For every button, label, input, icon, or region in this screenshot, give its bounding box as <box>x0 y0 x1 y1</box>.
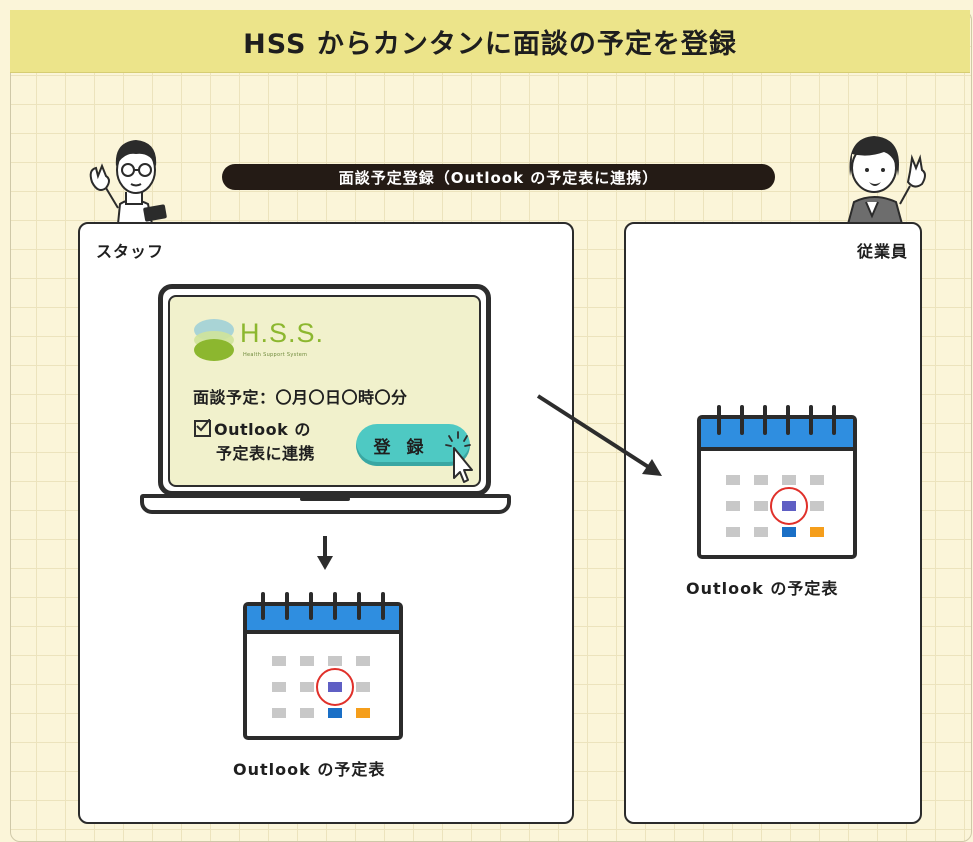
register-button-label: 登 録 <box>373 437 429 458</box>
page-title: HSS からカンタンに面談の予定を登録 <box>10 10 970 73</box>
laptop-base <box>140 494 511 514</box>
staff-person-illustration <box>89 140 167 224</box>
hss-logo-subtitle: Health Support System <box>243 352 308 358</box>
mouse-cursor-icon <box>445 431 473 483</box>
staff-calendar-caption: Outlook の予定表 <box>233 760 386 779</box>
hss-logo-text: H.S.S. <box>240 318 325 348</box>
checkbox-label-line2: 予定表に連携 <box>216 444 316 463</box>
checkbox-label-line1: Outlook の <box>214 420 311 439</box>
staff-panel-label: スタッフ <box>96 242 165 261</box>
employee-person-illustration <box>846 136 926 224</box>
hss-logo-icon <box>194 319 234 361</box>
appointment-text: 面談予定：〇月〇日〇時〇分 <box>193 388 408 407</box>
employee-calendar-icon <box>697 405 857 559</box>
employee-calendar-caption: Outlook の予定表 <box>686 579 839 598</box>
register-button[interactable]: 登 録 <box>356 424 470 466</box>
employee-panel-label: 従業員 <box>856 242 908 261</box>
checkbox-icon[interactable] <box>194 418 211 437</box>
banner-label: 面談予定登録（Outlook の予定表に連携） <box>222 164 775 190</box>
outlook-sync-checkbox-row[interactable]: Outlook の <box>194 416 311 440</box>
staff-calendar-icon <box>243 592 403 740</box>
laptop-notch <box>300 497 350 501</box>
